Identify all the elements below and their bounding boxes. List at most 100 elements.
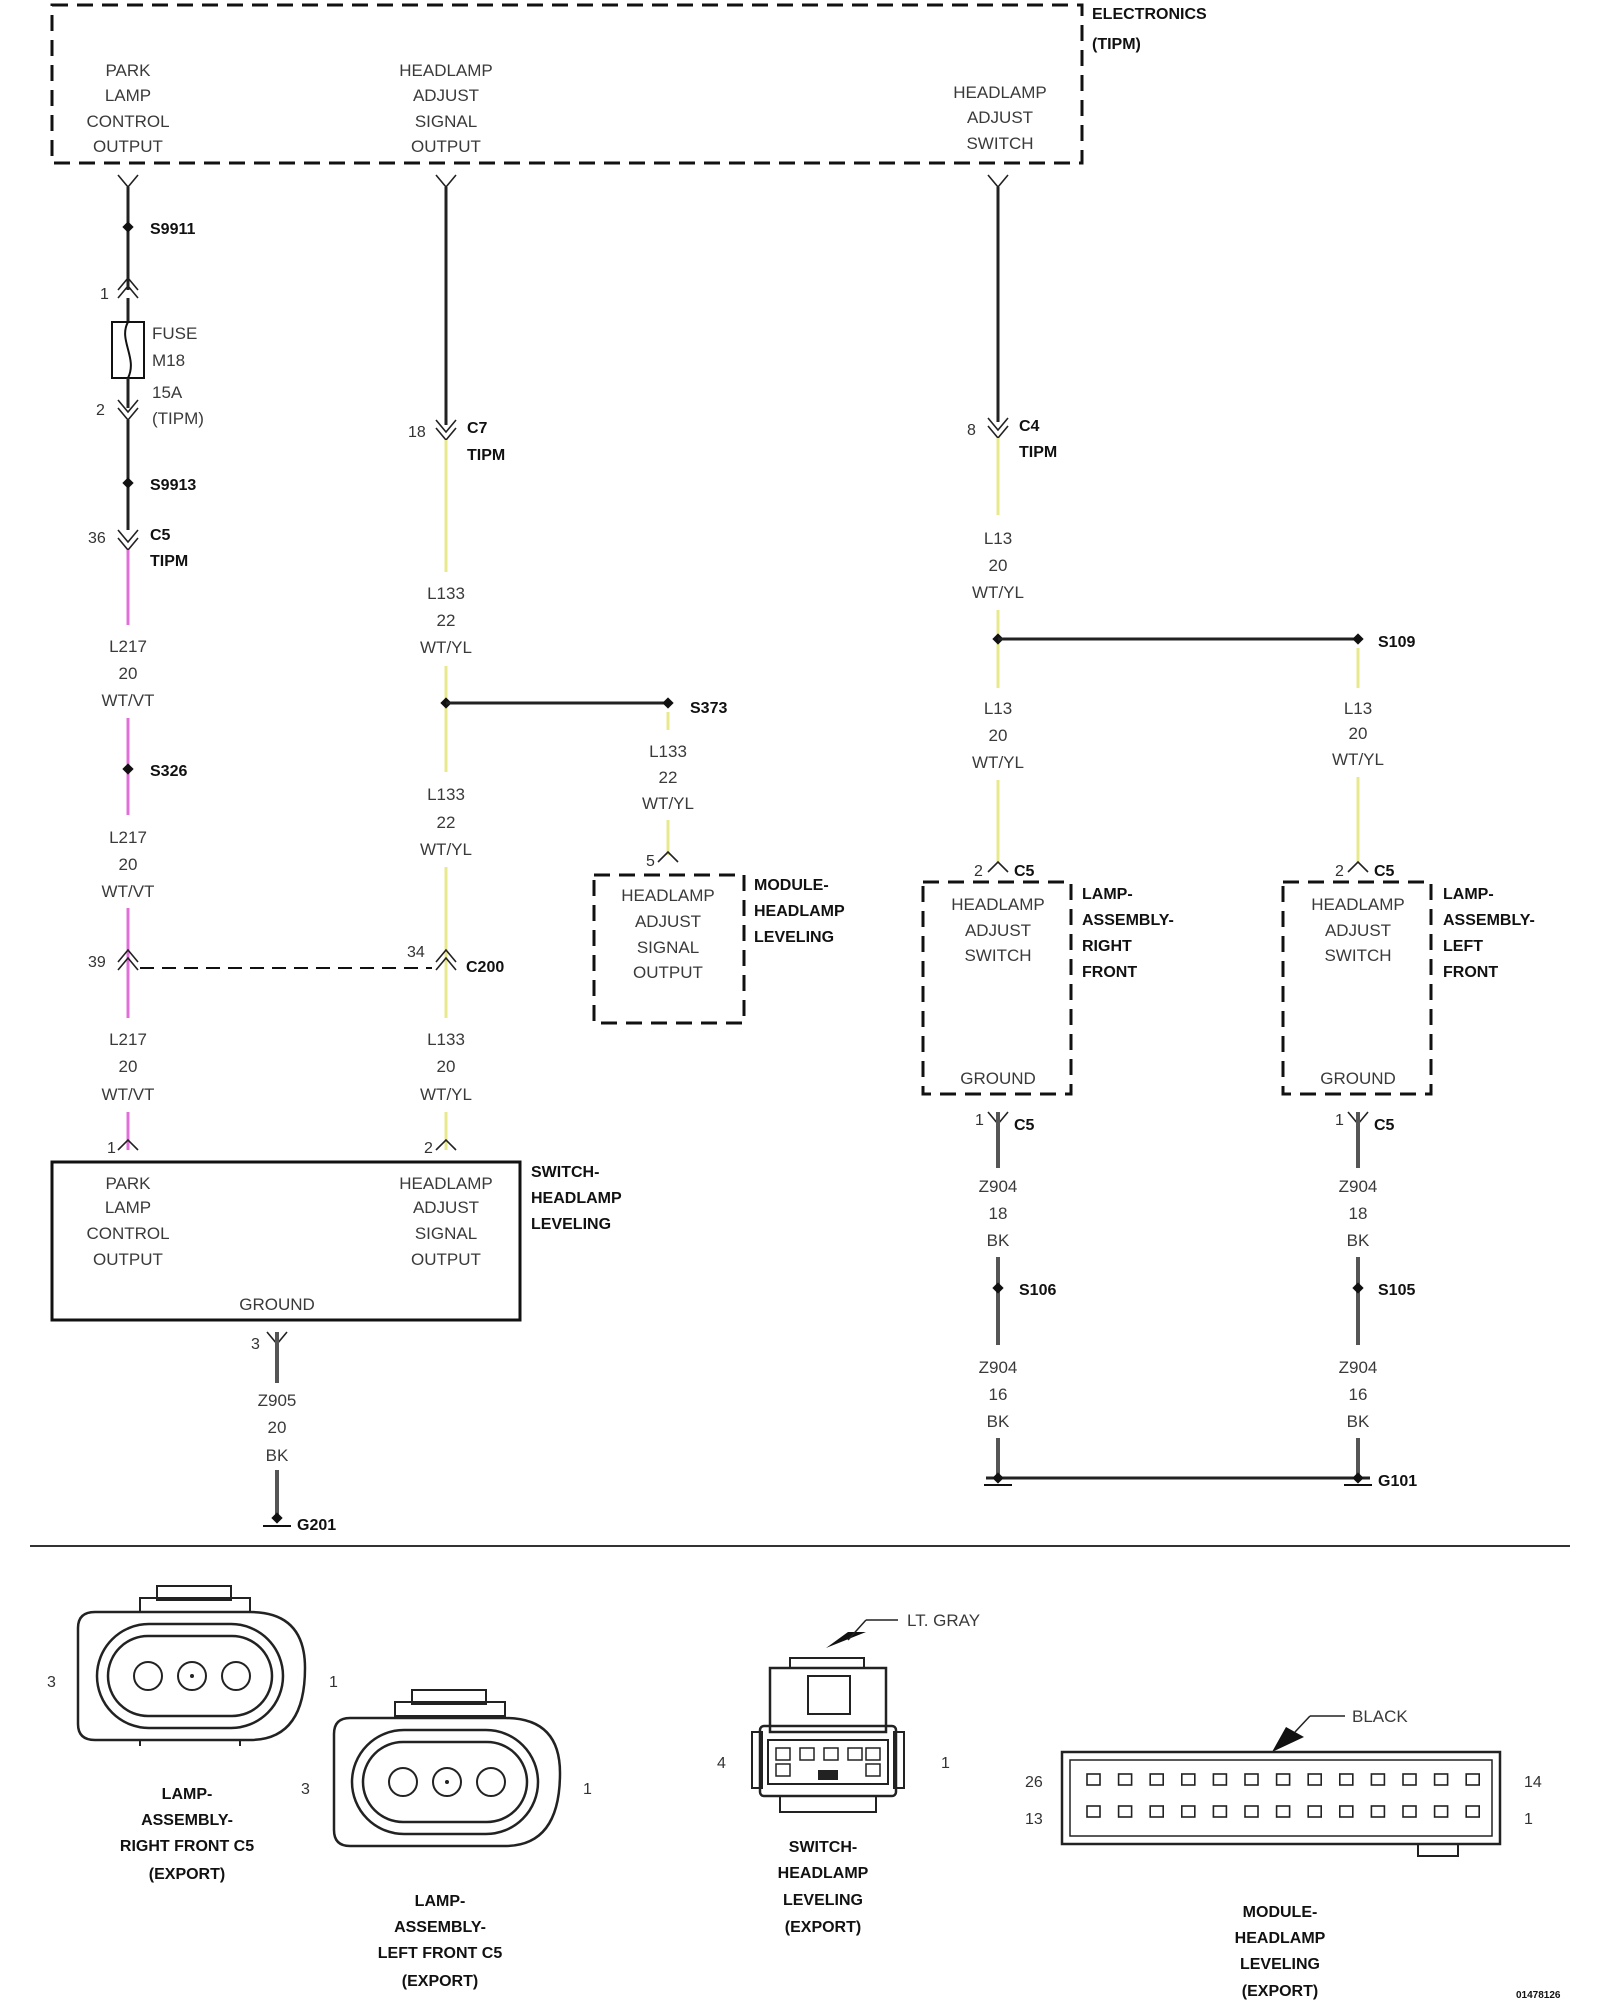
module-pin-cavity [1339,1773,1354,1786]
module-pin-cavity [1465,1805,1480,1818]
wire-l133-label-1: L133 22 WT/YL [420,584,472,657]
svg-text:HEADLAMP: HEADLAMP [754,903,845,920]
svg-text:HEADLAMP: HEADLAMP [1311,895,1405,914]
module-pin-cavity [1181,1805,1196,1818]
svg-text:SWITCH-: SWITCH- [531,1164,599,1181]
svg-text:WT/YL: WT/YL [420,638,472,657]
lf-view-pin-right: 1 [583,1781,592,1798]
svg-text:LEVELING: LEVELING [531,1216,611,1233]
svg-text:LAMP-: LAMP- [1082,886,1133,903]
svg-text:RIGHT FRONT C5: RIGHT FRONT C5 [120,1838,254,1855]
tipm-park-lamp-label: PARK LAMP CONTROL OUTPUT [86,61,169,156]
switch-view-arrow [826,1632,866,1648]
svg-text:LAMP: LAMP [105,1198,151,1217]
svg-text:FUSE: FUSE [152,324,197,343]
svg-text:ASSEMBLY-: ASSEMBLY- [1082,912,1174,929]
module-pin-cavity [1433,1805,1449,1818]
svg-text:LEFT FRONT C5: LEFT FRONT C5 [378,1945,503,1962]
svg-text:PARK: PARK [105,1174,151,1193]
c5-tipm-name: C5 [150,527,171,544]
svg-text:WT/YL: WT/YL [420,1085,472,1104]
svg-text:WT/YL: WT/YL [642,794,694,813]
module-view-color: BLACK [1352,1707,1408,1726]
c5-tipm-pin: 36 [88,530,106,547]
svg-text:LEVELING: LEVELING [783,1892,863,1909]
switch-right-label: HEADLAMP ADJUST SIGNAL OUTPUT [399,1174,493,1269]
svg-text:ADJUST: ADJUST [413,86,479,105]
module-pin-cavity [1307,1773,1322,1786]
svg-text:L133: L133 [427,584,465,603]
svg-text:WT/YL: WT/YL [972,583,1024,602]
svg-text:LEFT: LEFT [1443,938,1483,955]
ground-g101: G101 [1378,1473,1417,1490]
svg-text:(EXPORT): (EXPORT) [149,1866,225,1883]
svg-text:WT/YL: WT/YL [1332,750,1384,769]
module-pin-cavity [1149,1773,1164,1786]
splice-s105: S105 [1378,1282,1415,1299]
svg-text:20: 20 [989,556,1008,575]
wire-l217-label-1: L217 20 WT/VT [102,637,155,710]
rf-view-pin-left: 3 [47,1674,56,1691]
wire-z904-16-rf: Z904 16 BK [979,1358,1018,1431]
lf-top-name: C5 [1374,863,1395,880]
svg-text:LAMP: LAMP [105,86,151,105]
lf-bottom-pin: 1 [1335,1112,1344,1129]
svg-text:18: 18 [1349,1204,1368,1223]
tipm-headlamp-adjust-switch-label: HEADLAMP ADJUST SWITCH [953,83,1047,153]
circuit-headlamp-adjust-switch: 8 C4 TIPM L13 20 WT/YL S109 L13 20 WT/YL… [967,174,1415,880]
svg-text:SIGNAL: SIGNAL [415,112,477,131]
svg-text:22: 22 [659,768,678,787]
rf-name: LAMP- ASSEMBLY- RIGHT FRONT [1082,886,1174,981]
module-pin-cavity [1086,1805,1101,1818]
svg-text:SIGNAL: SIGNAL [415,1224,477,1243]
splice-s9911-dot [122,221,134,233]
module-view-pin-br: 1 [1524,1811,1533,1828]
connector-view-rf-c5: 3 1 LAMP- ASSEMBLY- RIGHT FRONT C5 (EXPO… [47,1585,338,1883]
svg-text:HEADLAMP: HEADLAMP [399,61,493,80]
module-view-arrow [1272,1727,1304,1752]
switch-view-pin-left: 4 [717,1755,726,1772]
svg-text:HEADLAMP: HEADLAMP [1235,1930,1326,1947]
switch-view-caption: SWITCH- HEADLAMP LEVELING (EXPORT) [778,1839,869,1936]
svg-text:ADJUST: ADJUST [413,1198,479,1217]
wire-l217-label-3: L217 20 WT/VT [102,1030,155,1104]
svg-text:L133: L133 [427,785,465,804]
svg-text:ASSEMBLY-: ASSEMBLY- [1443,912,1535,929]
wire-l13-label-rf: L13 20 WT/YL [972,699,1024,772]
lf-inner-label: HEADLAMP ADJUST SWITCH GROUND [1311,895,1405,1088]
svg-text:SWITCH-: SWITCH- [789,1839,857,1856]
svg-text:(EXPORT): (EXPORT) [1242,1983,1318,2000]
switch-pin-1: 1 [107,1140,116,1157]
c5-tipm-sub: TIPM [150,553,188,570]
c4-tipm-pin: 8 [967,422,976,439]
svg-text:Z904: Z904 [1339,1358,1378,1377]
lamp-assembly-left-front: HEADLAMP ADJUST SWITCH GROUND LAMP- ASSE… [1281,880,1535,1096]
splice-s9911: S9911 [150,221,195,238]
wire-z904-16-lf: Z904 16 BK [1339,1358,1378,1431]
document-id: 01478126 [1516,1990,1561,2000]
module-pin-cavity [1275,1773,1291,1786]
svg-text:L217: L217 [109,637,147,656]
module-pin-cavity [1244,1805,1259,1818]
svg-text:OUTPUT: OUTPUT [411,137,481,156]
svg-text:OUTPUT: OUTPUT [411,1250,481,1269]
fuse-pin-in: 1 [100,286,109,303]
svg-text:16: 16 [989,1385,1008,1404]
module-pin-cavity [1181,1773,1196,1786]
c7-tipm-pin: 18 [408,424,426,441]
module-pin-cavity [1275,1805,1291,1818]
svg-text:20: 20 [119,664,138,683]
module-pin-cavity [1212,1805,1228,1818]
svg-text:16: 16 [1349,1385,1368,1404]
module-pin-cavity [1433,1773,1449,1786]
lf-name: LAMP- ASSEMBLY- LEFT FRONT [1443,886,1535,981]
c200-name: C200 [466,959,504,976]
svg-text:L133: L133 [427,1030,465,1049]
circuit-park-lamp: S9911 1 2 FUSE M18 15A (TIPM) S9913 36 C… [88,174,204,1157]
module-pin-cavity [1402,1773,1417,1786]
svg-text:20: 20 [268,1418,287,1437]
wire-l13-label-lf: L13 20 WT/YL [1332,699,1384,769]
ground-g201: G201 [297,1517,336,1534]
svg-text:GROUND: GROUND [1320,1069,1396,1088]
